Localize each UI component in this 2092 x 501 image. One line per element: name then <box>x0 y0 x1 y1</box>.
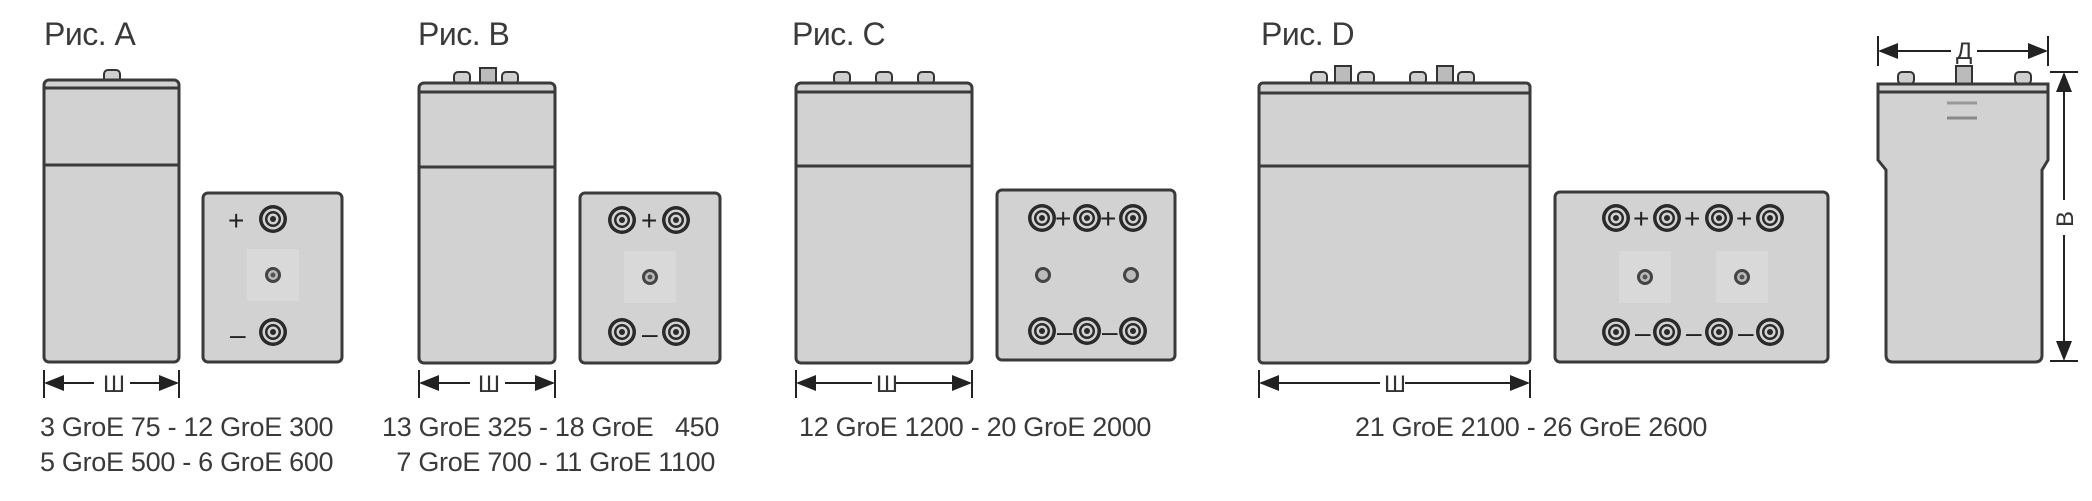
terminal-icon <box>1119 204 1147 232</box>
terminal-icon <box>1073 204 1101 232</box>
width-dimension-d: Ш <box>1258 370 1531 398</box>
depth-label: Д <box>1956 38 1972 65</box>
width-label: Ш <box>1384 371 1406 398</box>
width-label: Ш <box>876 371 898 398</box>
depth-dimension: Д <box>1877 36 2049 66</box>
terminal-icon <box>1602 204 1630 232</box>
terminal-icon <box>1602 318 1630 346</box>
terminal-icon <box>259 318 287 346</box>
terminal-icon <box>1028 317 1056 345</box>
battery-d-front <box>1257 65 1532 365</box>
battery-a-top-view: + – <box>201 191 344 364</box>
terminal-icon <box>1073 317 1101 345</box>
vent-icon <box>1126 270 1136 280</box>
figure-b-caption-1: 13 GroE 325 - 18 GroE 450 <box>382 412 720 442</box>
minus-sign: – <box>1686 317 1702 348</box>
terminal-icon <box>662 318 690 346</box>
terminal-icon <box>1653 204 1681 232</box>
height-label: В <box>2052 211 2079 227</box>
plus-sign: + <box>1100 203 1116 234</box>
minus-sign: – <box>1635 317 1651 348</box>
plus-sign: + <box>1736 203 1752 234</box>
terminal-icon <box>662 206 690 234</box>
terminal-icon <box>1653 318 1681 346</box>
battery-c-top-view: + + – – <box>995 188 1177 362</box>
minus-sign: – <box>1057 316 1073 347</box>
width-dimension-b: Ш <box>418 370 556 398</box>
width-label: Ш <box>103 371 125 398</box>
terminal-icon <box>1119 317 1147 345</box>
plus-sign: + <box>228 205 244 236</box>
figure-d-caption-1: 21 GroE 2100 - 26 GroE 2600 <box>1355 412 1708 442</box>
minus-sign: – <box>1738 317 1754 348</box>
figure-b-label: Рис. B <box>418 16 510 52</box>
battery-c-front <box>794 71 974 365</box>
battery-side-view <box>1876 65 2050 364</box>
figure-a-label: Рис. A <box>44 16 136 52</box>
figure-d-label: Рис. D <box>1261 16 1355 52</box>
figure-b-caption-2: 7 GroE 700 - 11 GroE 1100 <box>382 447 716 477</box>
figure-c-label: Рис. C <box>792 16 886 52</box>
plus-sign: + <box>641 205 657 236</box>
battery-a-front <box>42 69 181 364</box>
width-dimension-a: Ш <box>43 370 180 398</box>
terminal-icon <box>1756 318 1784 346</box>
battery-d-top-view: + + + – – – <box>1553 190 1830 364</box>
terminal-icon <box>608 318 636 346</box>
minus-sign: – <box>1102 316 1118 347</box>
figure-c-caption-1: 12 GroE 1200 - 20 GroE 2000 <box>799 412 1152 442</box>
terminal-icon <box>1756 204 1784 232</box>
plus-sign: + <box>1055 203 1071 234</box>
terminal-icon <box>1705 204 1733 232</box>
minus-sign: – <box>642 318 658 349</box>
vent-icon <box>247 249 299 301</box>
terminal-icon <box>259 205 287 233</box>
width-label: Ш <box>478 371 500 398</box>
figure-a-caption-2: 5 GroE 500 - 6 GroE 600 <box>40 447 334 477</box>
battery-b-top-view: + – <box>578 191 722 365</box>
vent-icon <box>624 251 676 303</box>
plus-sign: + <box>1684 203 1700 234</box>
vent-icon <box>1619 251 1671 303</box>
vent-icon <box>1716 251 1768 303</box>
terminal-icon <box>1028 204 1056 232</box>
terminal-icon <box>1705 318 1733 346</box>
terminal-icon <box>608 206 636 234</box>
height-dimension: В <box>2050 71 2079 362</box>
vent-icon <box>1038 270 1048 280</box>
figure-a-caption-1: 3 GroE 75 - 12 GroE 300 <box>40 412 334 442</box>
width-dimension-c: Ш <box>795 370 973 398</box>
minus-sign: – <box>230 319 246 350</box>
plus-sign: + <box>1633 203 1649 234</box>
battery-b-front <box>417 67 557 365</box>
